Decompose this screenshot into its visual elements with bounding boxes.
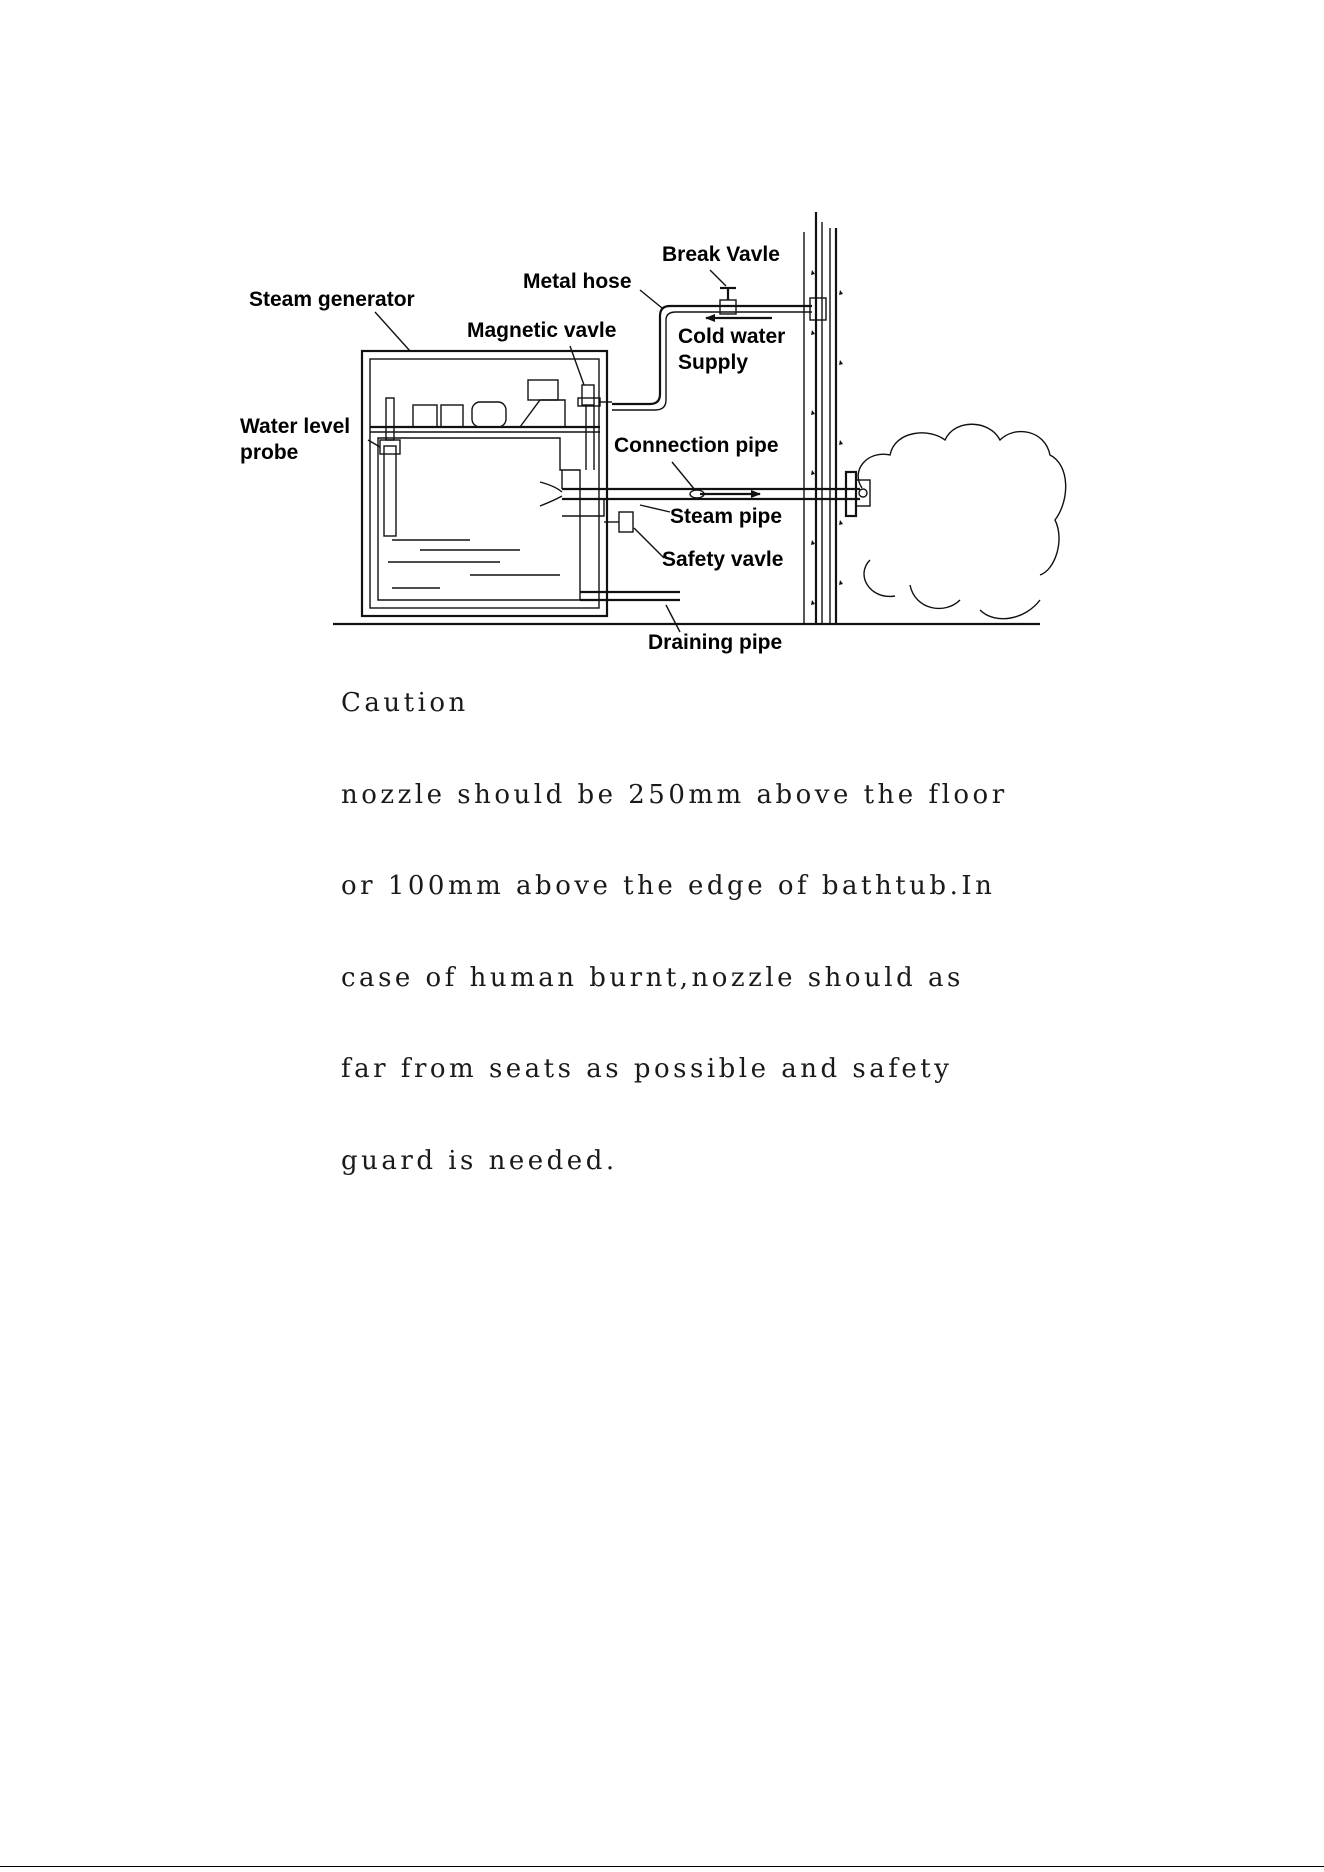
wall: [803, 212, 843, 624]
label-safety-valve: Safety vavle: [662, 548, 783, 571]
label-cold-water: Cold water: [678, 325, 785, 348]
label-steam-pipe: Steam pipe: [670, 505, 782, 528]
label-break-valve: Break Vavle: [662, 243, 780, 266]
caution-line: guard is needed.: [341, 1145, 618, 1176]
label-water-level-probe: probe: [240, 441, 298, 464]
break-valve: [719, 286, 827, 321]
caution-line: nozzle should be 250mm above the floor: [341, 779, 1008, 810]
steam-generator-installation-diagram: Steam generator Metal hose Break Vavle M…: [240, 212, 1067, 654]
caution-note: Caution nozzle should be 250mm above the…: [341, 627, 1008, 1207]
label-magnetic-valve: Magnetic vavle: [467, 319, 616, 342]
safety-valve: [604, 511, 634, 533]
steam-nozzle: [844, 470, 871, 518]
label-cold-water-supply: Supply: [678, 351, 748, 374]
caution-line: or 100mm above the edge of bathtub.In: [341, 871, 996, 901]
metal-hose: [612, 304, 812, 406]
draining-pipe: [580, 590, 680, 602]
label-metal-hose: Metal hose: [523, 270, 632, 293]
magnetic-valve: [577, 384, 612, 407]
caution-line: case of human burnt,nozzle should as: [341, 962, 964, 993]
label-steam-generator: Steam generator: [249, 288, 415, 311]
leader-lines: [367, 269, 727, 633]
label-draining-pipe: Draining pipe: [648, 631, 782, 654]
caution-title: Caution: [341, 688, 469, 718]
steam-cloud: [857, 423, 1067, 620]
footer-rule: [0, 1866, 1324, 1867]
steam-generator-cabinet: [360, 349, 609, 618]
caution-line: far from seats as possible and safety: [341, 1054, 953, 1084]
label-connection-pipe: Connection pipe: [614, 434, 779, 457]
steam-pipe: [539, 481, 860, 507]
label-water-level: Water level: [240, 415, 350, 438]
